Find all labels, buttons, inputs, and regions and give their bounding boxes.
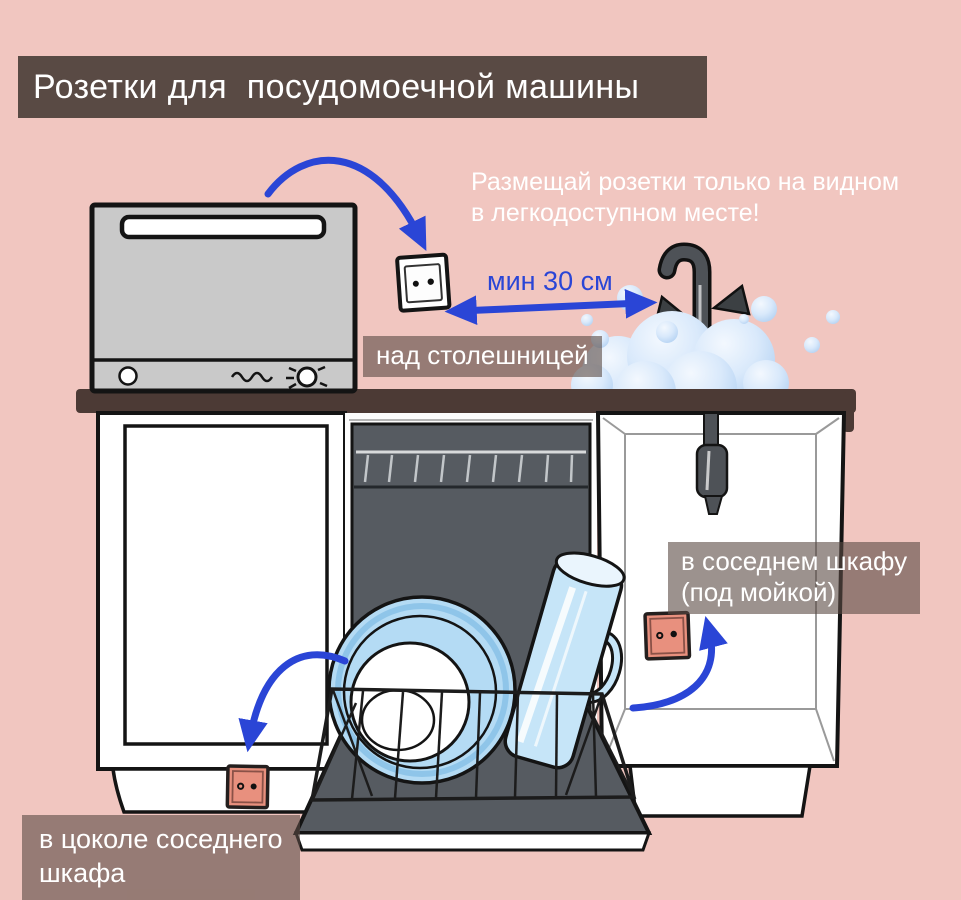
hint-text: Размещай розетки только на видном в легк… — [471, 167, 899, 229]
arrow-to-plinth-outlet — [238, 651, 349, 753]
dial-knob-icon — [118, 366, 138, 386]
outlet-in-cabinet-icon — [643, 610, 692, 661]
label-plinth-line1: в цоколе соседнего — [39, 824, 283, 854]
page-title-text: Розетки для посудомоечной машины — [33, 67, 640, 106]
label-adjacent-cabinet-line1: в соседнем шкафу — [681, 546, 908, 576]
dish-rack-rail — [354, 450, 588, 489]
distance-arrow — [444, 288, 658, 326]
countertop-dishwasher — [89, 202, 358, 394]
sink-foam — [571, 311, 789, 391]
left-cabinet — [96, 411, 347, 814]
cup — [503, 551, 626, 770]
label-plinth: в цоколе соседнего шкафа — [22, 815, 300, 900]
label-plinth-line2: шкафа — [39, 858, 126, 888]
under-sink-cabinet — [595, 411, 847, 818]
panel-scribble — [230, 371, 274, 383]
arrow-to-cabinet-outlet — [629, 615, 728, 712]
label-adjacent-cabinet: в соседнем шкафу (под мойкой) — [668, 542, 921, 614]
dishwasher-handle — [119, 214, 327, 240]
arrow-dishwasher-to-outlet — [264, 156, 427, 252]
right-plinth — [628, 764, 813, 818]
label-above-counter-text: над столешницей — [376, 340, 589, 370]
outlet-above-counter-icon — [395, 252, 452, 313]
power-knob-icon — [286, 365, 328, 390]
hint-line-1: Размещай розетки только на видном — [471, 168, 900, 196]
hint-line-2: в легкодоступном месте! — [471, 199, 760, 227]
label-adjacent-cabinet-line2: (под мойкой) — [681, 577, 837, 607]
page-title: Розетки для посудомоечной машины — [18, 56, 707, 118]
label-above-counter: над столешницей — [363, 336, 602, 377]
wire-basket — [309, 687, 637, 802]
drain-pipe-icon — [695, 412, 729, 515]
outlet-in-plinth-icon — [225, 764, 270, 810]
distance-label: мин 30 см — [487, 266, 613, 296]
